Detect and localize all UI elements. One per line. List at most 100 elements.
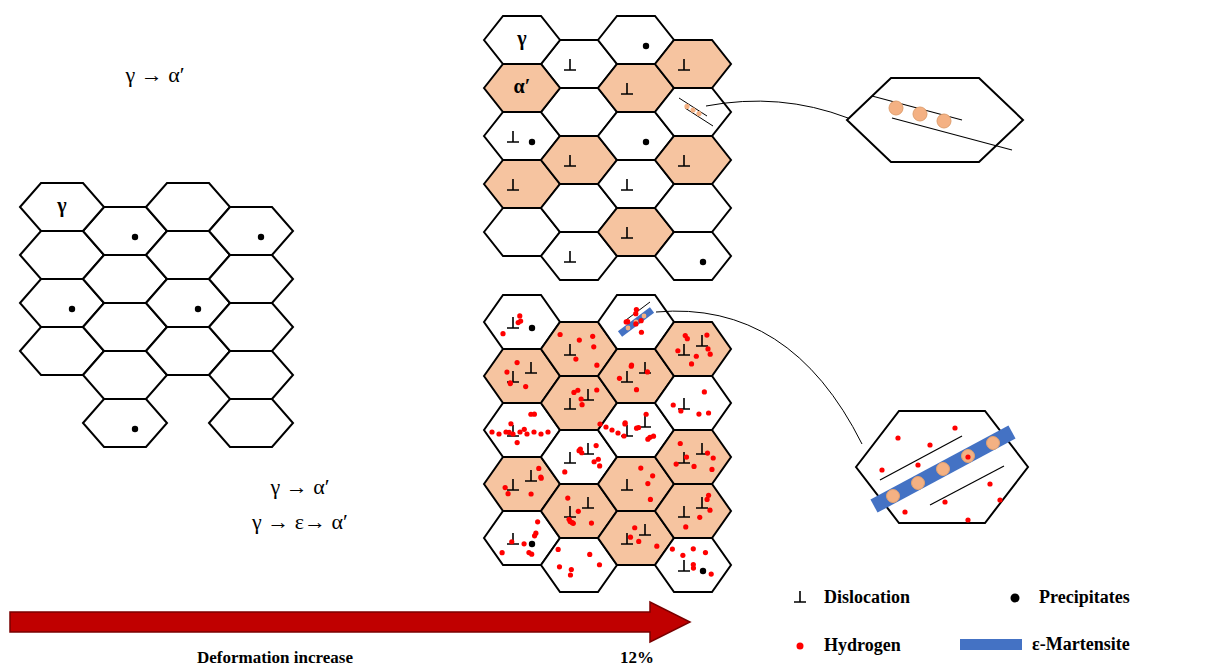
hydrogen-dot <box>879 467 884 472</box>
hydrogen-dot <box>965 517 970 522</box>
slip-line <box>880 436 962 480</box>
legend-item: Hydrogen <box>788 634 901 656</box>
hydrogen-dot <box>503 485 508 490</box>
hydrogen-dot <box>625 319 630 324</box>
zoom-hexagon <box>847 78 1023 162</box>
hydrogen-dot <box>571 390 576 395</box>
dislocation-symbol <box>621 371 633 382</box>
grain-hexagon <box>83 399 167 447</box>
grain-hexagon <box>655 322 731 376</box>
precipitate-dot <box>1011 594 1020 603</box>
phase-label: α′ <box>514 75 531 98</box>
hydrogen-dot <box>628 535 633 540</box>
dislocation-symbol <box>678 59 690 70</box>
hydrogen-dot <box>678 408 683 413</box>
hydrogen-dot <box>545 429 550 434</box>
zoom-detail <box>706 78 1023 162</box>
hydrogen-dot <box>615 430 620 435</box>
deformation-arrow <box>10 602 690 642</box>
hydrogen-dot <box>562 469 567 474</box>
precipitate-dot <box>69 306 75 312</box>
hydrogen-dot <box>517 429 522 434</box>
dislocation-symbol <box>678 398 690 409</box>
grain-hexagon <box>209 399 293 447</box>
hydrogen-dot <box>573 356 578 361</box>
hydrogen-dot <box>594 387 599 392</box>
precipitate-particle <box>912 477 925 490</box>
hydrogen-dot <box>691 562 696 567</box>
grain-hexagon-node: γ <box>20 183 104 231</box>
hydrogen-dot <box>508 381 513 386</box>
hydrogen-dot <box>565 495 570 500</box>
hydrogen-dot <box>680 553 685 558</box>
strain-value: 12% <box>620 648 654 668</box>
hydrogen-dot <box>639 330 644 335</box>
transformation-label: γ → α′ <box>270 474 329 500</box>
grain-hexagon <box>655 232 731 280</box>
slip-line <box>626 302 650 320</box>
hydrogen-dot <box>707 508 712 513</box>
hydrogen-dot <box>594 363 599 368</box>
hydrogen-dot <box>531 429 536 434</box>
hydrogen-dot <box>706 493 711 498</box>
hydrogen-dot <box>634 307 639 312</box>
precipitate-particle <box>962 450 975 463</box>
hydrogen-dot <box>556 547 561 552</box>
hydrogen-dot <box>942 499 947 504</box>
hydrogen-dot <box>524 431 529 436</box>
hydrogen-dot <box>648 497 653 502</box>
grain-hexagon-node: γ <box>484 16 560 64</box>
hydrogen-dot <box>518 319 523 324</box>
hydrogen-dot <box>500 550 505 555</box>
hydrogen-dot <box>533 531 538 536</box>
grain-hexagon <box>484 64 560 112</box>
dislocation-symbol <box>639 416 651 427</box>
grain-hexagon <box>20 183 104 231</box>
deformed-grain-grid <box>484 16 731 280</box>
hydrogen-dot <box>569 567 574 572</box>
hydrogen-dot <box>634 387 639 392</box>
hydrogen-dot <box>965 454 970 459</box>
precipitate-particle <box>913 107 927 121</box>
dislocation-symbol <box>507 533 519 544</box>
hydrogen-dot <box>683 524 688 529</box>
hydrogen-dot <box>489 429 494 434</box>
hydrogen-dot <box>517 313 522 318</box>
hydrogen-dot <box>594 443 599 448</box>
phase-label: γ <box>517 27 526 50</box>
grain-hexagon <box>209 303 293 351</box>
hydrogen-dot <box>597 562 602 567</box>
hydrogen-dot <box>496 431 501 436</box>
phase-label: γ <box>57 194 66 217</box>
hydrogen-dot <box>629 363 634 368</box>
hydrogen-dot <box>587 552 592 557</box>
legend-item: Precipitates <box>1003 586 1130 608</box>
epsilon-martensite-band <box>874 432 1012 506</box>
dislocation-symbol <box>507 425 519 436</box>
grain-hexagon <box>655 484 731 538</box>
leader-line <box>656 311 862 444</box>
dislocation-symbol <box>678 560 690 571</box>
legend-text: ε-Martensite <box>1032 634 1130 655</box>
hydrogen-charged-grain-grid <box>484 295 731 592</box>
precipitate-particle <box>987 437 1000 450</box>
hydrogen-dot <box>528 491 533 496</box>
hydrogen-dot <box>639 318 644 323</box>
precipitate-dot <box>529 541 535 547</box>
hydrogen-dot <box>510 431 515 436</box>
hydrogen-dot <box>535 519 540 524</box>
legend-sample <box>1003 586 1031 608</box>
hydrogen-dot <box>538 474 543 479</box>
hydrogen-dot <box>651 434 656 439</box>
grain-hexagon <box>655 40 731 88</box>
hydrogen-dot <box>705 450 710 455</box>
hydrogen-dot <box>650 473 655 478</box>
hydrogen-dot <box>638 465 643 470</box>
grain-hexagon <box>655 184 731 232</box>
precipitate-dot <box>195 306 201 312</box>
dislocation-symbol <box>564 251 576 262</box>
hydrogen-dot <box>514 360 519 365</box>
hydrogen-dot <box>526 550 531 555</box>
